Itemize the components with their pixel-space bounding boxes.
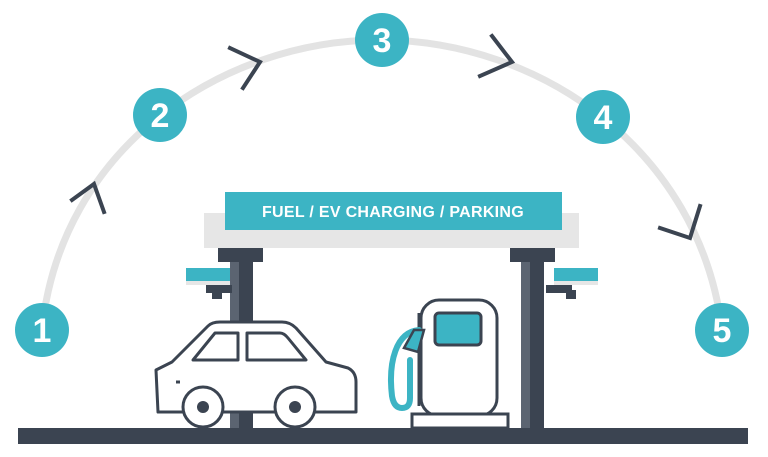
- chevron-right-icon: [657, 203, 703, 241]
- step-badge-4: 4: [576, 90, 630, 144]
- step-number: 3: [373, 22, 392, 60]
- step-badge-1: 1: [15, 303, 69, 357]
- chevron-right-icon: [69, 180, 107, 215]
- station-sign: FUEL / EV CHARGING / PARKING: [225, 192, 562, 230]
- step-number: 2: [151, 97, 170, 135]
- arc-chevrons: [69, 33, 703, 241]
- canopy-light-icon: [186, 268, 232, 299]
- canopy-pillar-right: [510, 248, 555, 428]
- step-badge-5: 5: [695, 303, 749, 357]
- sign-label: FUEL / EV CHARGING / PARKING: [262, 204, 524, 221]
- step-number: 4: [594, 99, 613, 137]
- step-badge-2: 2: [133, 88, 187, 142]
- step-number: 1: [33, 312, 52, 350]
- car-icon: [154, 320, 358, 429]
- canopy-light-icon: [546, 268, 598, 299]
- chevron-right-icon: [227, 45, 263, 91]
- ground: [18, 428, 748, 444]
- step-badge-3: 3: [355, 13, 409, 67]
- fuel-pump-icon: [388, 298, 510, 430]
- chevron-right-icon: [477, 33, 516, 79]
- step-number: 5: [713, 312, 732, 350]
- journey-arc: [38, 36, 726, 334]
